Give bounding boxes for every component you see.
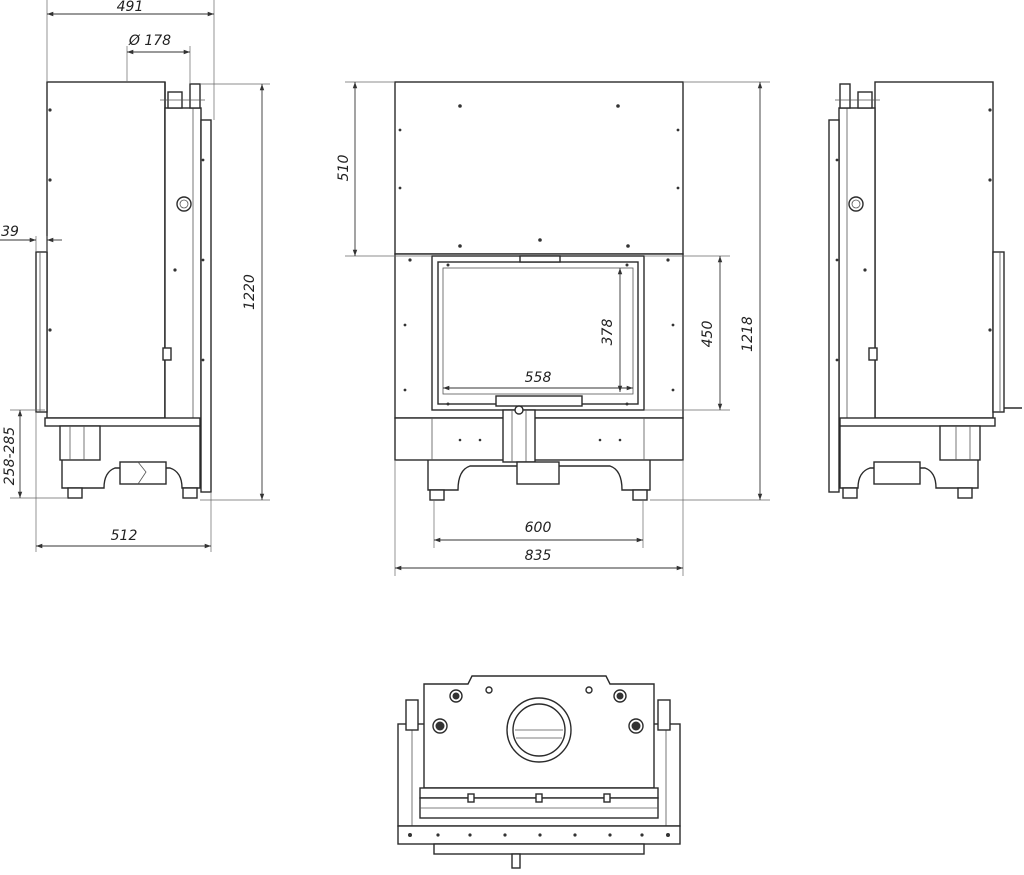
- top-view: [397, 675, 681, 869]
- label-600: 600: [525, 520, 552, 536]
- label-835: 835: [525, 548, 552, 564]
- dimension-labels: 491 Ø 178 39 258-285 1220 512 510 378 55…: [1, 0, 756, 564]
- front-view: [394, 81, 684, 501]
- label-558: 558: [525, 370, 552, 386]
- label-258-285: 258-285: [2, 427, 18, 486]
- label-flue-diameter: Ø 178: [128, 33, 171, 49]
- label-491: 491: [117, 0, 144, 15]
- left-view-dimensions: [0, 0, 270, 552]
- label-1218: 1218: [740, 316, 756, 352]
- label-510: 510: [336, 155, 352, 182]
- label-450: 450: [700, 321, 716, 348]
- label-378: 378: [600, 319, 616, 346]
- label-39: 39: [1, 224, 19, 240]
- label-512: 512: [111, 528, 138, 544]
- right-side-view: [828, 81, 1022, 499]
- label-1220: 1220: [242, 274, 258, 310]
- left-side-view: [35, 81, 212, 499]
- front-view-dimensions: [345, 81, 770, 576]
